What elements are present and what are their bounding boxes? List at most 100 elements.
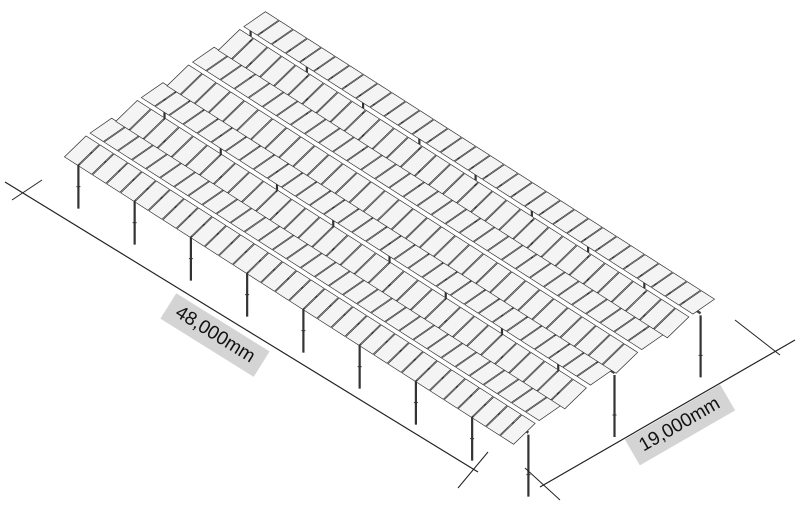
solar-panel	[537, 370, 573, 401]
solar-panel	[396, 280, 433, 311]
solar-panel	[264, 127, 301, 158]
solar-panel	[597, 272, 634, 303]
solar-panel	[580, 227, 617, 252]
solar-panel	[106, 162, 142, 193]
solar-panel	[541, 236, 577, 267]
solar-panel	[468, 155, 505, 180]
solar-panel	[496, 173, 533, 198]
solar-panel	[327, 65, 364, 90]
solar-panel	[345, 315, 381, 346]
solar-panel	[288, 74, 324, 105]
solar-panel	[143, 118, 180, 149]
solar-panels	[63, 11, 716, 445]
solar-panel	[489, 271, 526, 302]
solar-panel	[208, 91, 245, 122]
solar-panel	[285, 38, 322, 63]
solar-panel	[180, 73, 217, 104]
solar-panel	[204, 225, 241, 256]
solar-panel	[359, 324, 396, 355]
solar-panel	[679, 290, 716, 315]
solar-panel	[185, 145, 222, 176]
solar-panel	[611, 281, 648, 312]
solar-panel	[243, 11, 280, 36]
solar-panel	[527, 227, 563, 258]
solar-panel	[566, 218, 603, 243]
solar-panel	[236, 109, 273, 140]
solar-panel	[92, 153, 128, 184]
solar-panel	[466, 325, 503, 356]
solar-panel	[349, 181, 386, 212]
solar-panel	[190, 216, 227, 247]
solar-panel	[524, 191, 561, 216]
solar-panel	[120, 171, 156, 202]
solar-panel	[447, 244, 484, 275]
solar-panel	[494, 343, 531, 374]
solar-panel	[259, 56, 296, 87]
solar-panel	[78, 144, 114, 175]
solar-panel	[438, 307, 475, 338]
solar-panel	[369, 92, 406, 117]
solar-panel	[484, 200, 521, 231]
solar-panel	[471, 396, 508, 427]
solar-panel	[307, 154, 343, 185]
solar-panel	[415, 360, 452, 391]
solar-panel	[387, 342, 424, 373]
solar-panel	[231, 38, 268, 69]
solar-panel	[470, 191, 507, 222]
width-extension-left	[524, 467, 561, 501]
solar-panel	[503, 280, 540, 311]
solar-panel	[335, 172, 371, 203]
solar-panel	[162, 198, 199, 229]
solar-panel	[400, 146, 437, 177]
solar-panel	[316, 92, 352, 123]
solar-panel	[283, 208, 320, 239]
solar-panel	[480, 334, 517, 365]
solar-panel	[148, 189, 185, 220]
solar-panel	[498, 209, 535, 240]
solar-panel	[303, 288, 339, 319]
solar-panel	[602, 343, 639, 374]
solar-panel	[312, 226, 348, 257]
solar-panel	[257, 20, 294, 45]
solar-panel	[428, 164, 465, 195]
solar-panel	[560, 316, 596, 347]
solar-panel	[513, 218, 549, 249]
solar-panel	[171, 136, 208, 167]
solar-panel	[176, 207, 213, 238]
solar-panel	[354, 253, 391, 284]
solar-panel	[608, 245, 645, 270]
solar-panel	[636, 263, 673, 288]
solar-panel	[523, 361, 559, 392]
solar-panel	[411, 119, 448, 144]
length-extension-left	[11, 179, 43, 201]
solar-panel	[410, 289, 447, 320]
solar-panel	[302, 83, 338, 114]
length-extension-right	[457, 451, 489, 489]
solar-panel	[405, 217, 442, 248]
solar-panel	[424, 298, 461, 329]
length-dimension-line	[4, 181, 479, 473]
solar-panel	[358, 119, 395, 150]
solar-panel	[401, 351, 438, 382]
solar-panel	[213, 163, 250, 194]
solar-panel	[456, 182, 493, 213]
solar-panel	[340, 244, 376, 275]
solar-panel	[588, 334, 625, 365]
solar-panel	[426, 128, 463, 153]
solar-panel	[255, 190, 292, 221]
solar-panel	[278, 136, 315, 167]
solar-panel	[569, 254, 606, 285]
solar-panel	[63, 135, 100, 166]
solar-panel	[574, 325, 611, 356]
solar-panel	[546, 307, 582, 338]
solar-panel	[377, 199, 414, 230]
solar-panel	[313, 56, 350, 81]
solar-panel	[260, 261, 297, 292]
solar-panel	[653, 308, 690, 339]
solar-panel	[485, 405, 522, 436]
solar-panel	[482, 164, 519, 189]
solar-panel	[368, 262, 405, 293]
solar-panel	[218, 234, 255, 265]
